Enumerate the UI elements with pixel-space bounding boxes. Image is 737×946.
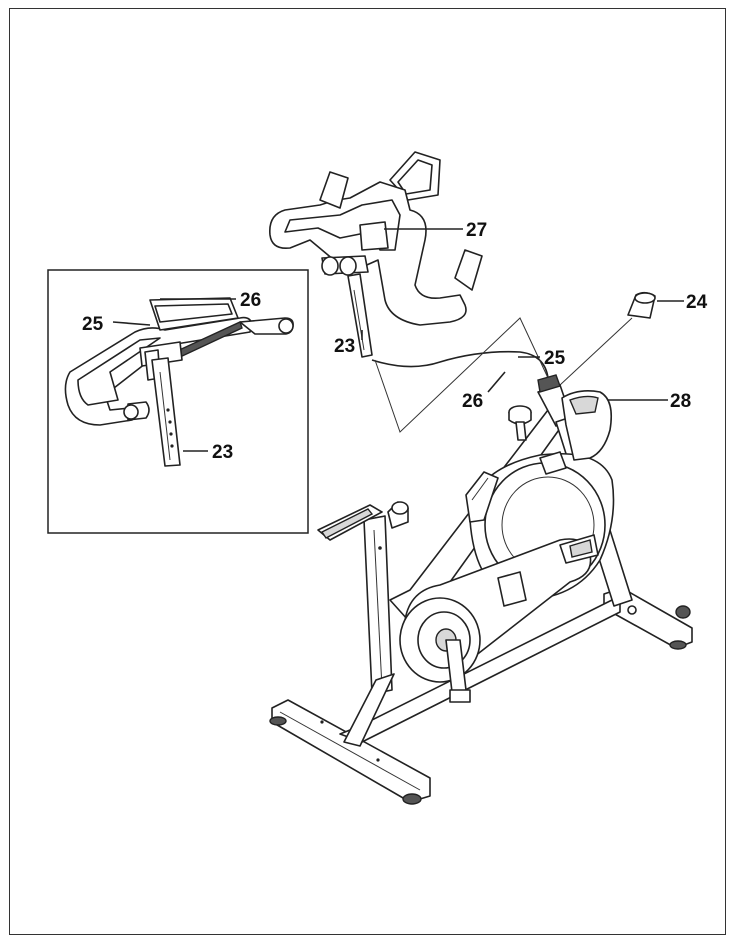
tension-knob [508, 405, 532, 441]
callout-26-inset: 26 [240, 290, 261, 311]
callout-28: 28 [670, 391, 691, 412]
adjustment-knob [559, 291, 656, 386]
bike-frame [269, 374, 693, 805]
callout-26-main: 26 [462, 391, 483, 412]
assembly-guide-line [374, 317, 549, 433]
callout-23-inset: 23 [212, 442, 233, 463]
handlebar-assembly [268, 151, 483, 358]
callout-27: 27 [466, 220, 487, 241]
callout-25-inset: 25 [82, 314, 104, 335]
callout-23-main: 23 [334, 336, 355, 357]
callout-24: 24 [686, 292, 708, 313]
inset-detail: 26 25 23 [47, 269, 309, 534]
inset-handlebar [64, 297, 294, 426]
leader-26 [487, 371, 506, 393]
callout-25-main: 25 [544, 348, 566, 369]
inset-leader-25 [112, 321, 151, 326]
cable [371, 350, 549, 379]
inset-handlebar-post [151, 357, 181, 467]
page-frame [9, 8, 726, 935]
